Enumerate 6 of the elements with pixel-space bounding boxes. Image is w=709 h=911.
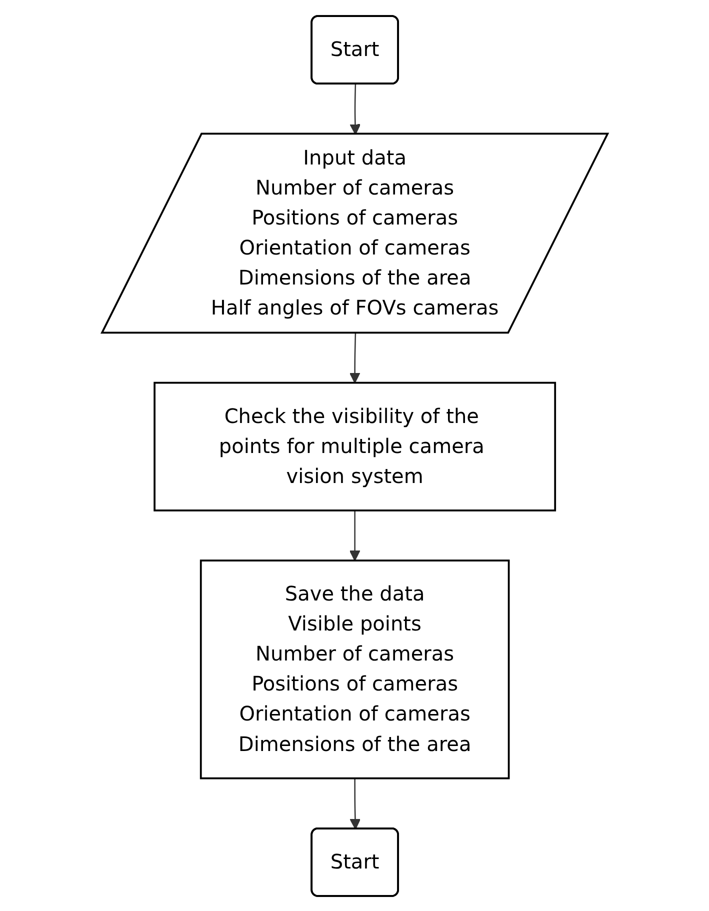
arrow: [349, 778, 360, 829]
node-box: Save the data Visible points Number of cameras Positions of cameras Orientation of cameras Dimensions of the area: [200, 559, 510, 779]
node-box: Check the visibility of the points for multiple camera vision system: [153, 381, 556, 511]
arrow: [349, 84, 360, 134]
arrow: [349, 332, 360, 383]
arrow: [349, 510, 360, 561]
